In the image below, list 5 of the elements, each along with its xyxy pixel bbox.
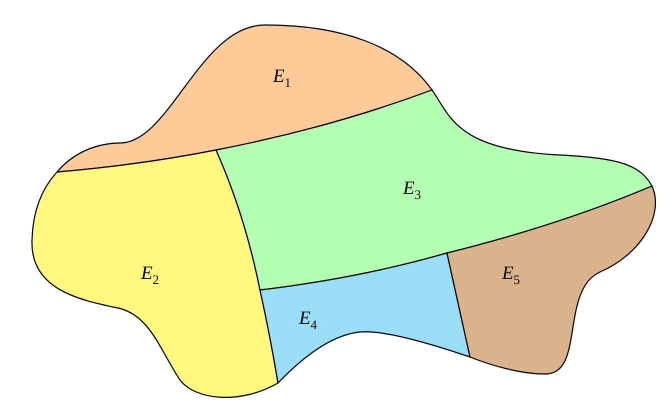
region-label: E$_{5}$ [502, 264, 520, 286]
region-label: E$_{3}$ [402, 179, 422, 201]
region-label: E$_{2}$ [140, 264, 160, 286]
region-label: E$_{4}$ [298, 309, 318, 331]
region-label: E$_{1}$ [272, 67, 292, 89]
